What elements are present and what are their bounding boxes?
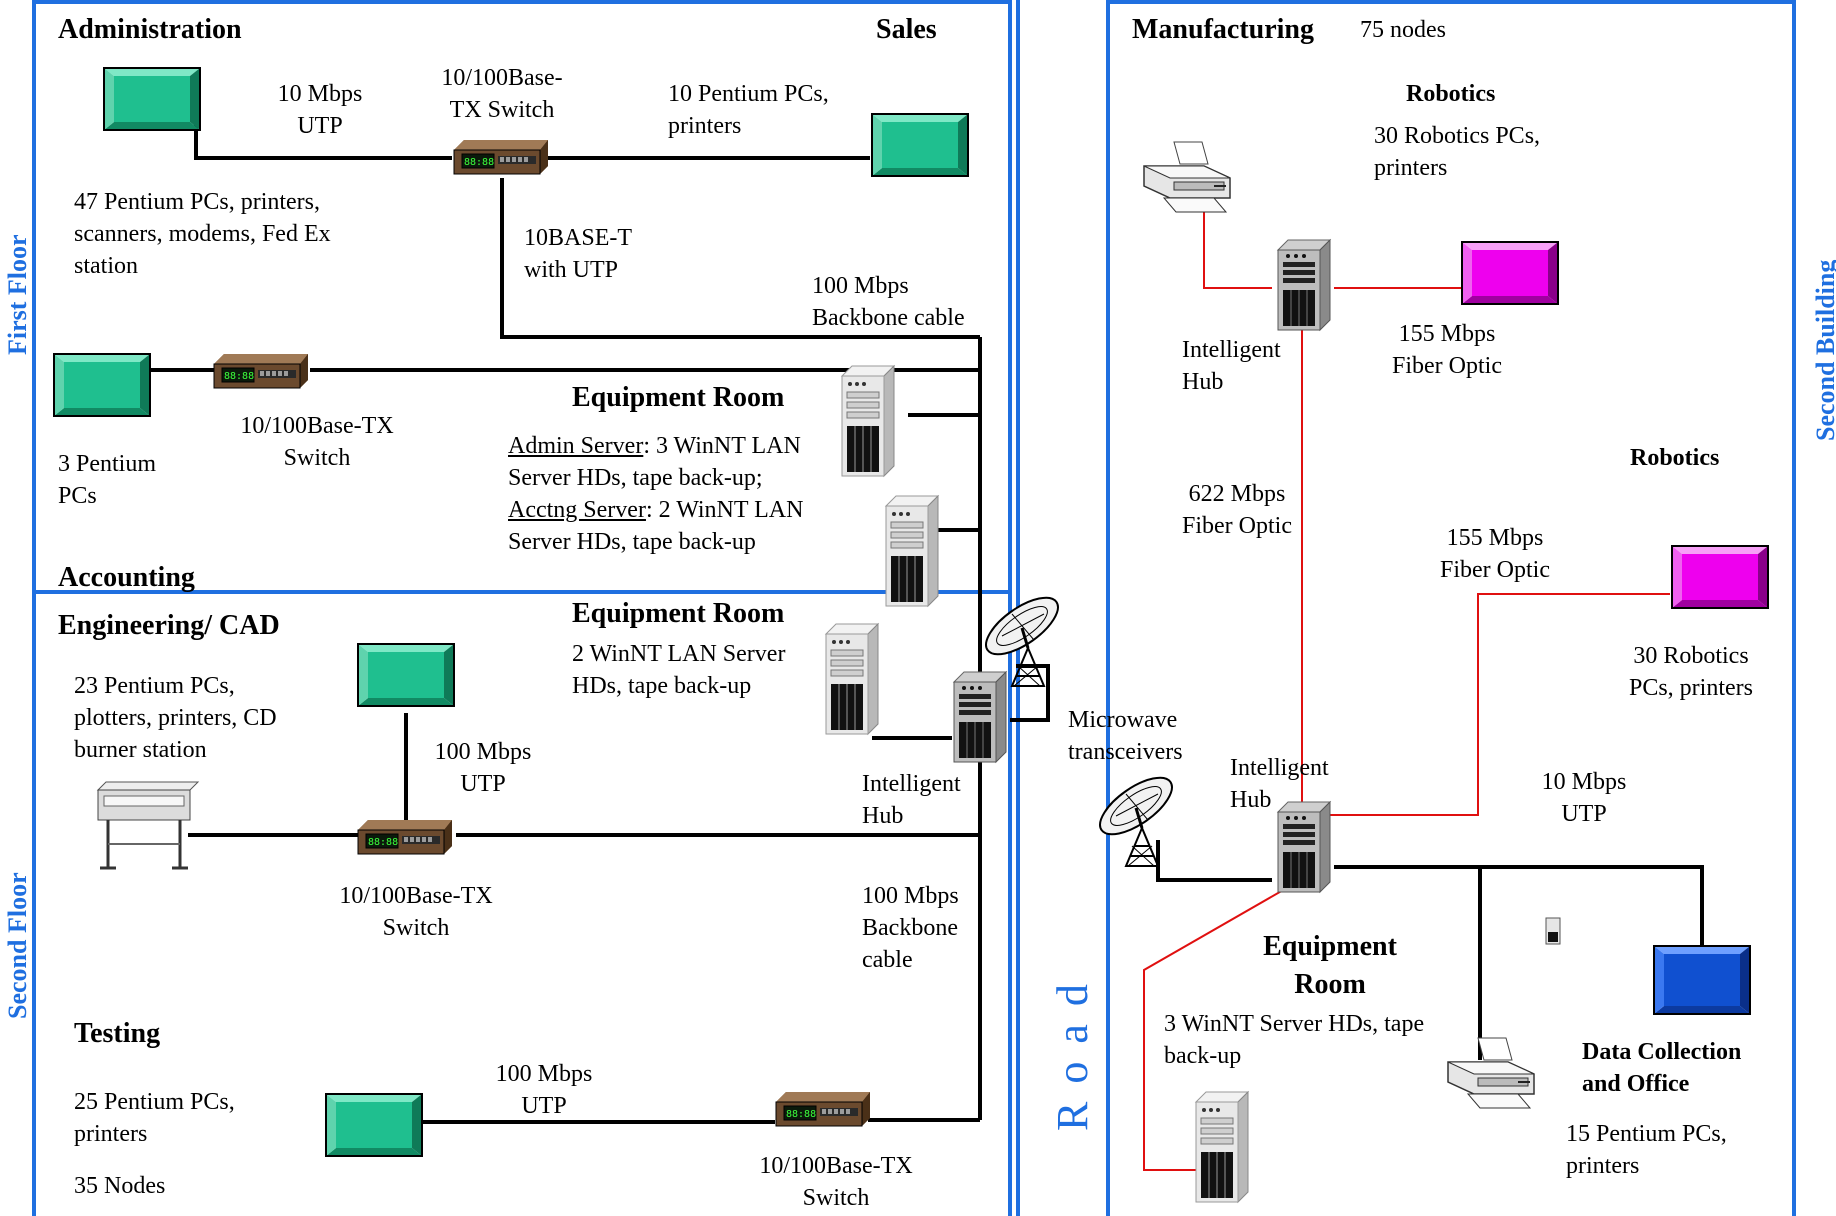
office-nodes-label: 15 Pentium PCs, printers xyxy=(1566,1121,1727,1179)
backbone-label: 100 Mbps Backbone cable xyxy=(812,273,965,331)
department-manufacturing: Manufacturing xyxy=(1132,14,1314,45)
admin-switch-label: 10/100Base-TX Switch xyxy=(441,65,563,123)
engineering-switch-icon xyxy=(357,819,453,855)
second-building-label: Second Building xyxy=(1811,259,1836,441)
accounting-switch-icon xyxy=(213,353,309,389)
fiber-link-label: 155 Mbps Fiber Optic xyxy=(1392,321,1502,379)
office-workstation-icon xyxy=(1653,945,1751,1015)
equipment-room-title: Equipment Room xyxy=(572,382,785,413)
department-administration: Administration xyxy=(58,14,242,45)
testing-count-label: 35 Nodes xyxy=(74,1173,166,1199)
fiber-optic-cabling xyxy=(1143,200,1670,1171)
admin-switch-icon xyxy=(453,139,549,175)
road-label: Road xyxy=(1048,966,1097,1131)
hub-label: Intelligent Hub xyxy=(1182,337,1281,395)
engineering-link-label: 100 Mbps UTP xyxy=(434,739,532,797)
testing-nodes-label: 25 Pentium PCs, printers xyxy=(74,1089,235,1147)
manufacturing-server-icon xyxy=(1195,1091,1249,1203)
admin-nodes-label: 47 Pentium PCs, printers, scanners, mode… xyxy=(74,189,331,279)
hub-label: Intelligent Hub xyxy=(862,771,961,829)
fiber-link-label: 622 Mbps Fiber Optic xyxy=(1182,481,1292,539)
admin-server-desc: : 3 WinNT LAN xyxy=(643,433,801,459)
first-floor-label: First Floor xyxy=(3,234,32,355)
department-accounting: Accounting xyxy=(58,562,195,593)
tenbase-label: 10BASE-T with UTP xyxy=(524,225,632,283)
admin-server-desc-2: Server HDs, tape back-up; xyxy=(508,465,763,491)
second-floor-label: Second Floor xyxy=(3,872,32,1019)
testing-switch-icon xyxy=(775,1091,871,1127)
engineering-workstation-icon xyxy=(357,643,455,707)
admin-server-name: Admin Server xyxy=(508,433,644,459)
accounting-server-desc-2: Server HDs, tape back-up xyxy=(508,529,756,555)
accounting-nodes-label: 3 Pentium PCs xyxy=(58,451,157,509)
testing-workstation-icon xyxy=(325,1093,423,1157)
robotics-workstation-icon xyxy=(1461,241,1559,305)
accounting-server-name: Acctng Server xyxy=(508,497,646,523)
satellite-dish-icon xyxy=(975,585,1069,688)
backbone-label: 100 Mbps Backbone cable xyxy=(862,883,959,973)
satellite-dish-icon xyxy=(1089,765,1183,868)
department-sales: Sales xyxy=(876,14,937,45)
department-testing: Testing xyxy=(74,1018,161,1049)
hub-label: Intelligent Hub xyxy=(1230,755,1329,813)
testing-switch-label: 10/100Base-TX Switch xyxy=(759,1153,913,1211)
sales-workstation-icon xyxy=(871,113,969,177)
admin-server-icon xyxy=(841,365,895,477)
plotter-icon xyxy=(96,780,200,870)
admin-server-line: Admin Server: 3 WinNT LAN xyxy=(508,430,801,462)
testing-link-label: 100 Mbps UTP xyxy=(495,1061,593,1119)
department-robotics-1: Robotics xyxy=(1406,81,1496,107)
equipment-room-desc: 3 WinNT Server HDs, tape back-up xyxy=(1164,1011,1425,1069)
department-data-collection: Data Collection and Office xyxy=(1582,1039,1742,1097)
accounting-server-line: Acctng Server: 2 WinNT LAN xyxy=(508,494,803,526)
robotics-nodes-label: 30 Robotics PCs, printers xyxy=(1628,643,1753,701)
accounting-server-icon xyxy=(885,495,939,607)
equipment-room-title: Equipment Room xyxy=(1263,931,1397,1000)
engineering-server-icon xyxy=(825,623,879,735)
equipment-room-title: Equipment Room xyxy=(572,598,785,629)
microwave-label: Microwave transceivers xyxy=(1068,707,1183,765)
printer-icon xyxy=(1143,141,1231,213)
sales-nodes-label: 10 Pentium PCs, printers xyxy=(668,81,829,139)
hub-icon xyxy=(953,671,1007,763)
department-engineering: Engineering/ CAD xyxy=(58,610,280,641)
equipment-room-desc: 2 WinNT LAN Server HDs, tape back-up xyxy=(572,641,786,699)
admin-link-label: 10 Mbps UTP xyxy=(277,81,363,139)
robotics-workstation-icon xyxy=(1671,545,1769,609)
fiber-link-label: 155 Mbps Fiber Optic xyxy=(1440,525,1550,583)
hub-icon xyxy=(1277,239,1331,331)
engineering-nodes-label: 23 Pentium PCs, plotters, printers, CD b… xyxy=(74,673,277,763)
robotics-nodes-label: 30 Robotics PCs, printers xyxy=(1374,123,1541,181)
department-robotics-2: Robotics xyxy=(1630,445,1720,471)
small-server-icon xyxy=(1545,917,1561,945)
accounting-workstation-icon xyxy=(53,353,151,417)
engineering-switch-label: 10/100Base-TX Switch xyxy=(339,883,493,941)
manufacturing-count-label: 75 nodes xyxy=(1360,17,1446,43)
accounting-server-desc: : 2 WinNT LAN xyxy=(645,497,804,523)
admin-workstation-icon xyxy=(103,67,201,131)
printer-icon xyxy=(1447,1037,1535,1109)
utp-link-label: 10 Mbps UTP xyxy=(1541,769,1627,827)
accounting-switch-label: 10/100Base-TX Switch xyxy=(240,413,394,471)
